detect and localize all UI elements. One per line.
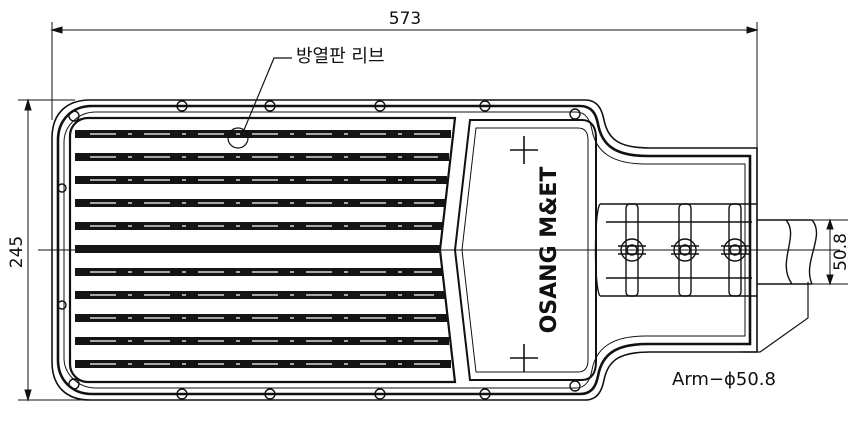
crosshair-icon: [510, 136, 538, 164]
screw-icon: [569, 108, 581, 120]
screw-icon: [176, 388, 188, 400]
arm-callout: [742, 282, 809, 353]
screw-icon: [479, 388, 491, 400]
overall-height-label: 245: [7, 236, 27, 268]
heat-sink-rib-label: 방열판 리브: [296, 46, 385, 67]
screw-icon: [264, 100, 276, 112]
perimeter-screws: [57, 100, 581, 400]
heatsink-panel: [68, 116, 457, 384]
screw-icon: [264, 388, 276, 400]
heatsink-ribs: [75, 130, 451, 368]
heat-sink-rib-callout: [227, 57, 292, 149]
overall-length-label: 573: [389, 9, 421, 29]
screw-icon: [374, 388, 386, 400]
overall-height-dimension: [18, 98, 100, 402]
screw-icon: [374, 100, 386, 112]
screw-icon: [68, 110, 80, 122]
crosshair-icon: [510, 344, 538, 372]
heatsink-rib: [75, 245, 441, 253]
arm-diameter-dimension: [810, 218, 848, 286]
clamp: [618, 203, 646, 297]
rib-highlights: [90, 133, 440, 365]
overall-length-dimension: [50, 22, 759, 165]
clamp: [671, 203, 699, 297]
screw-icon: [569, 380, 581, 392]
screw-icon: [57, 183, 67, 193]
clamp: [721, 203, 749, 297]
housing-outline: [51, 99, 758, 401]
screw-icon: [479, 100, 491, 112]
mounting-arm: [757, 219, 818, 285]
brand-label: OSANG M&ET: [537, 167, 562, 334]
driver-compartment-inner: [461, 127, 589, 373]
arm-diameter-label: 50.8: [831, 233, 851, 271]
screw-icon: [57, 300, 67, 310]
driver-compartment: [453, 119, 597, 381]
screw-icon: [68, 378, 80, 390]
screw-icon: [176, 100, 188, 112]
arm-diameter-callout-label: Arm−ϕ50.8: [672, 369, 776, 390]
